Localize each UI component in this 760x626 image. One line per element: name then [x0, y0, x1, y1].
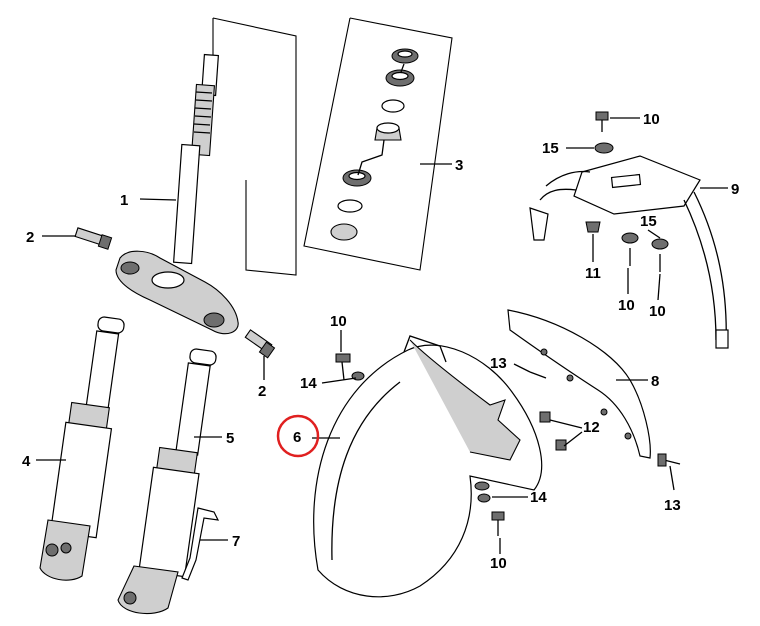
callout-leader-lines — [36, 117, 728, 554]
callout-2-left: 2 — [26, 229, 34, 246]
callout-15-brace: 15 — [640, 213, 657, 230]
callout-14-lower: 14 — [530, 489, 547, 506]
callout-10-top: 10 — [643, 111, 660, 128]
callout-10-fender-top: 10 — [330, 313, 347, 330]
front-fender — [313, 335, 543, 598]
callout-7: 7 — [232, 533, 240, 550]
callout-14-upper: 14 — [300, 375, 317, 392]
highlight-circle-part-6 — [276, 414, 320, 458]
callout-4: 4 — [22, 453, 31, 470]
steering-stem — [115, 53, 239, 335]
callout-12: 12 — [583, 419, 600, 436]
stem-group-outline — [212, 17, 297, 276]
callout-10-brace-right: 10 — [649, 303, 666, 320]
callout-13-lower: 13 — [664, 497, 681, 514]
callout-1: 1 — [120, 192, 128, 209]
hardware-small-parts — [335, 111, 681, 536]
callout-8: 8 — [651, 373, 659, 390]
callout-10-fender-bottom: 10 — [490, 555, 507, 572]
bearing-stack — [330, 48, 419, 241]
fork-leg-left — [39, 316, 125, 581]
pinch-bolt-right — [244, 329, 276, 359]
callout-labels: 1 2 2 3 4 5 6 7 8 9 10 10 10 10 10 11 12… — [22, 111, 739, 572]
bearing-group-outline — [303, 17, 453, 271]
fork-leg-right — [117, 348, 217, 615]
callout-5: 5 — [226, 430, 234, 447]
callout-3: 3 — [455, 157, 463, 174]
brake-hose-bracket — [181, 507, 220, 581]
callout-9: 9 — [731, 181, 739, 198]
callout-2-right: 2 — [258, 383, 266, 400]
fender-rear-section — [507, 309, 651, 459]
callout-15-top: 15 — [542, 140, 559, 157]
callout-13-upper: 13 — [490, 355, 507, 372]
callout-11: 11 — [585, 265, 601, 282]
pinch-bolt-left — [74, 227, 113, 250]
fork-brace — [529, 155, 729, 349]
callout-6: 6 — [293, 429, 301, 446]
callout-10-brace-left: 10 — [618, 297, 635, 314]
